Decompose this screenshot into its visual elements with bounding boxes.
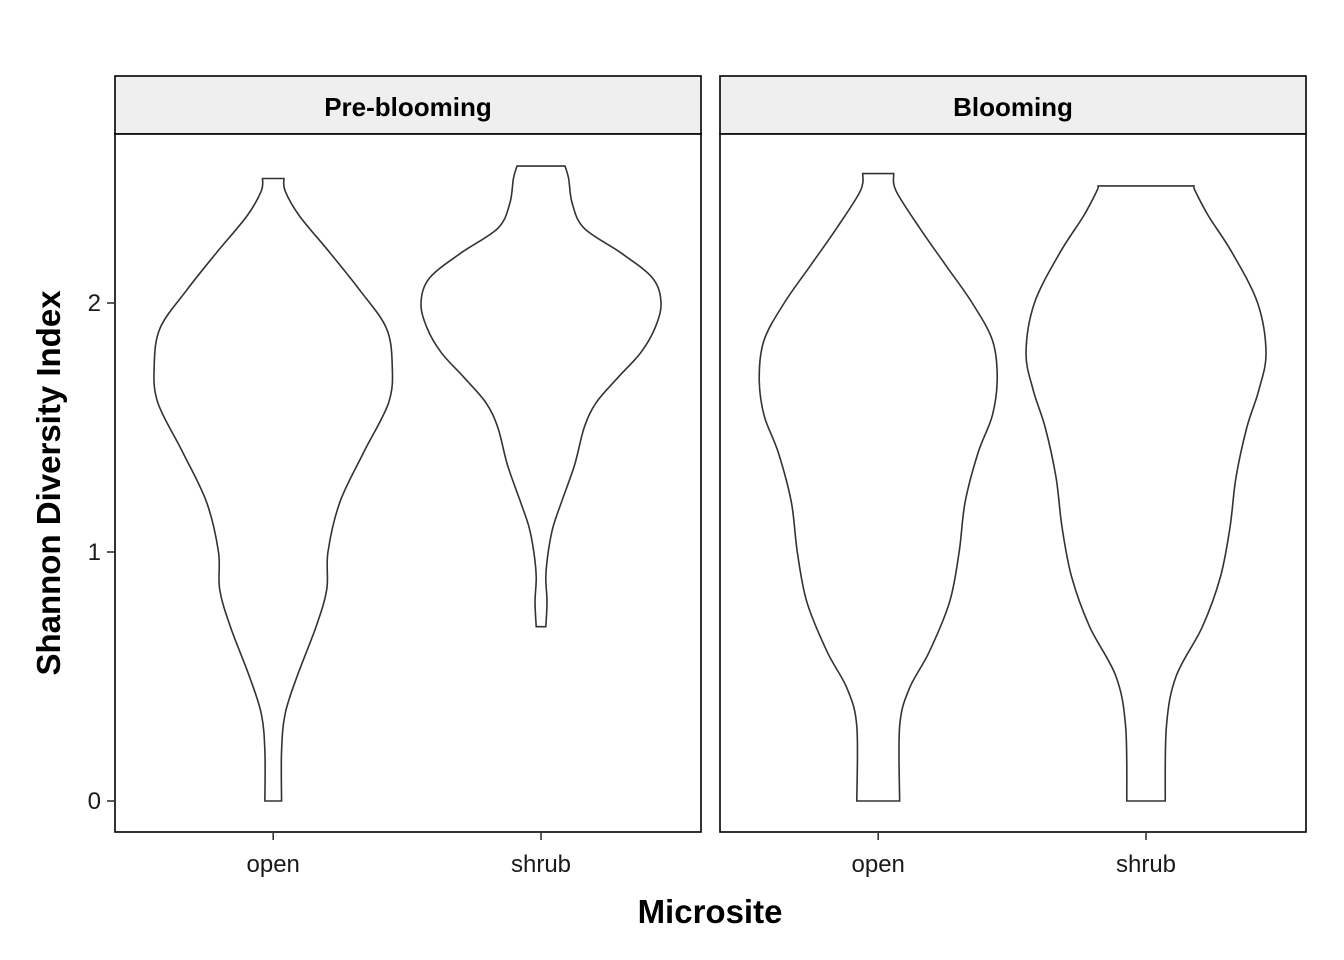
y-axis: 0 1 2 [88,290,115,815]
facet-panel-pre-blooming: Pre-blooming [114,75,702,833]
x-tick-label-blooming-shrub: shrub [1116,851,1176,878]
violins-blooming [758,172,1267,802]
facet-strip-blooming [719,75,1307,135]
x-axis-title: Microsite [638,893,783,930]
x-tick-label-blooming-open: open [852,851,905,878]
facet-label-blooming: Blooming [953,92,1073,122]
facet-panel-blooming: Blooming [719,75,1307,833]
x-tick-label-pre-blooming-open: open [247,851,300,878]
x-tick-label-pre-blooming-shrub: shrub [511,851,571,878]
y-tick-label-2: 2 [88,290,101,317]
violin-pre-blooming-open [153,177,394,802]
violin-blooming-open [758,172,999,802]
violins-pre-blooming [153,165,662,802]
violin-pre-blooming-shrub [420,165,662,628]
facet-strip-pre-blooming [114,75,702,135]
y-axis-title: Shannon Diversity Index [30,290,67,676]
y-tick-label-0: 0 [88,788,101,815]
y-tick-label-1: 1 [88,539,101,566]
facet-label-pre-blooming: Pre-blooming [324,92,492,122]
violin-blooming-shrub [1025,185,1267,802]
x-axis: open shrub open shrub [247,832,1176,878]
